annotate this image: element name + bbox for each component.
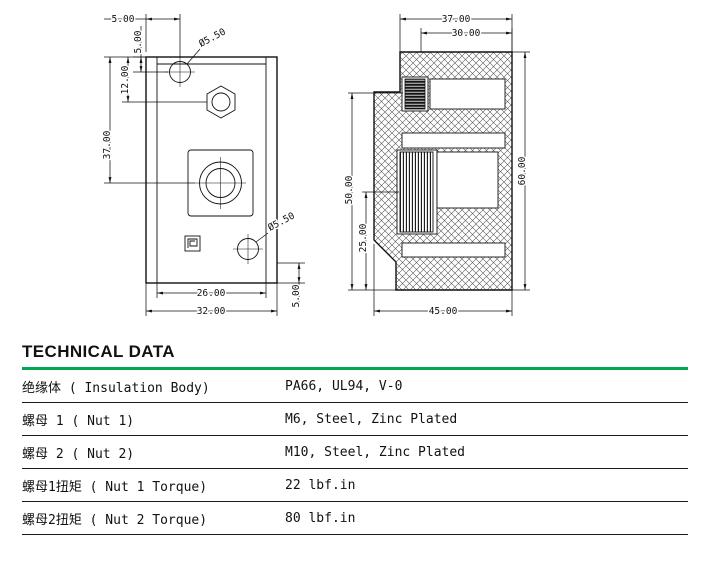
dim-label-front-offset-y: 5.00 — [133, 30, 144, 53]
spec-value: M6, Steel, Zinc Plated — [285, 411, 458, 427]
spec-label: 螺母 1 ( Nut 1) — [22, 413, 135, 429]
spec-row-nut1-torque: 螺母1扭矩 ( Nut 1 Torque) 22 lbf.in — [22, 469, 688, 502]
dim-label-side-bottom-width: 45.00 — [429, 306, 458, 317]
dim-label-front-hole-top-dia: Ø5.50 — [197, 26, 228, 49]
spec-row-nut2-torque: 螺母2扭矩 ( Nut 2 Torque) 80 lbf.in — [22, 502, 688, 535]
dim-label-side-left-height: 50.00 — [344, 175, 355, 204]
dim-label-front-offset-bottom: 5.00 — [291, 284, 302, 307]
dim-side-left-height: 50.00 — [343, 92, 403, 291]
mount-hole-bottom — [233, 234, 263, 264]
dim-front-offset-y: 5.00 — [132, 26, 168, 73]
dim-front-offset-bottom: 5.00 — [277, 262, 305, 309]
spec-value: M10, Steel, Zinc Plated — [285, 444, 466, 460]
logo-mark — [184, 235, 201, 252]
dim-front-nut-center: 12.00 — [119, 56, 207, 103]
stud-m6-threaded — [404, 78, 426, 110]
dim-label-front-pocket-center: 37.00 — [102, 130, 113, 159]
hex-nut-m6 — [206, 85, 236, 119]
spec-row-nut2: 螺母 2 ( Nut 2) M10, Steel, Zinc Plated — [22, 436, 688, 469]
cavity-upper-slot — [429, 78, 506, 110]
side-outline — [373, 51, 513, 291]
dim-label-front-nut-center: 12.00 — [120, 65, 131, 94]
dim-side-overall-height: 60.00 — [512, 51, 530, 291]
green-rule — [22, 367, 688, 370]
dim-label-side-top-inner-width: 30.00 — [452, 28, 481, 39]
spec-label: 螺母 2 ( Nut 2) — [22, 446, 135, 462]
stud-m10-threaded — [399, 151, 434, 233]
spec-label: 螺母1扭矩 ( Nut 1 Torque) — [22, 479, 208, 495]
cavity-main-chamber — [436, 151, 499, 209]
dim-label-side-top-width: 37.00 — [442, 14, 471, 25]
technical-data-title: TECHNICAL DATA — [22, 342, 175, 361]
spec-label: 螺母2扭矩 ( Nut 2 Torque) — [22, 512, 208, 528]
front-outline — [145, 56, 278, 284]
spec-value: PA66, UL94, V-0 — [285, 378, 403, 394]
spec-label: 绝缘体 ( Insulation Body) — [22, 380, 210, 396]
dim-label-front-outer-width: 32.00 — [197, 306, 226, 317]
dim-front-offset-x: 5.00 — [104, 13, 181, 58]
dim-front-pocket-center: 37.00 — [101, 56, 195, 184]
dim-front-outer-width: 32.00 — [145, 283, 278, 319]
spec-value: 22 lbf.in — [285, 477, 356, 493]
dim-side-bottom-width: 45.00 — [373, 244, 513, 319]
dim-front-inner-width: 26.00 — [156, 283, 267, 301]
technical-data-section: TECHNICAL DATA 绝缘体 ( Insulation Body) PA… — [22, 342, 688, 535]
dim-label-front-inner-width: 26.00 — [197, 288, 226, 299]
dim-side-top-width: 37.00 — [399, 13, 513, 52]
cavity-lower-slot — [401, 242, 506, 258]
mount-hole-top — [165, 57, 195, 87]
spec-row-insulation-body: 绝缘体 ( Insulation Body) PA66, UL94, V-0 — [22, 370, 688, 403]
spec-row-nut1: 螺母 1 ( Nut 1) M6, Steel, Zinc Plated — [22, 403, 688, 436]
technical-drawing: 5.00 5.00 Ø5.50 12.00 — [101, 13, 530, 319]
dim-label-front-offset-x: 5.00 — [112, 14, 135, 25]
front-view: 5.00 5.00 Ø5.50 12.00 — [101, 13, 305, 319]
dim-label-side-left-inner-height: 25.00 — [358, 223, 369, 252]
side-view: 37.00 30.00 50.00 25.00 — [343, 13, 530, 319]
dim-side-left-inner-height: 25.00 — [357, 191, 399, 290]
cavity-mid-slot — [401, 132, 506, 149]
spec-value: 80 lbf.in — [285, 510, 356, 526]
dim-side-top-inner-width: 30.00 — [420, 27, 513, 52]
dim-label-side-overall-height: 60.00 — [517, 156, 528, 185]
